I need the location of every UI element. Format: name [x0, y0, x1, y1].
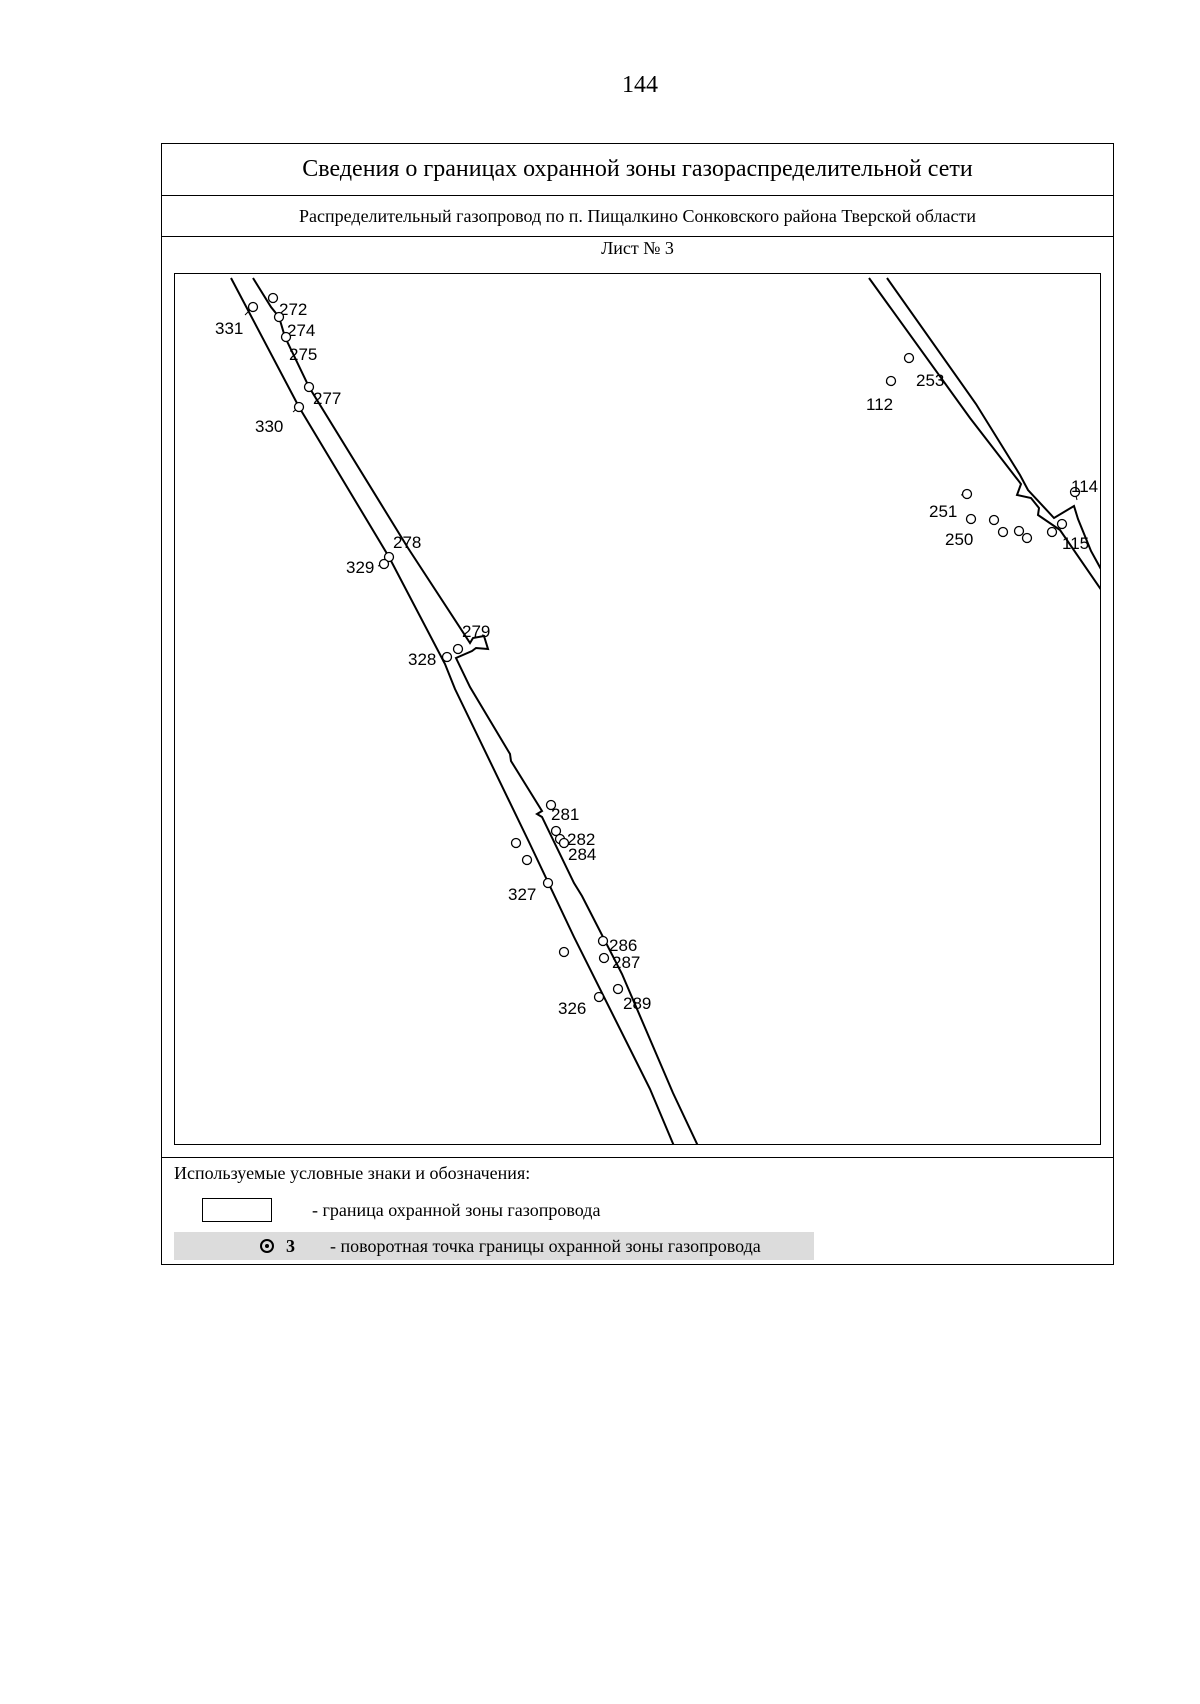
- legend-zone-boundary-label: - граница охранной зоны газопровода: [312, 1199, 601, 1220]
- turn-point-label: 274: [287, 321, 315, 340]
- boundary-sheet: Сведения о границах охранной зоны газора…: [161, 143, 1114, 1265]
- turn-point-marker: [441, 651, 453, 663]
- turn-point-label: 329: [346, 558, 374, 577]
- right-zone-west-boundary: [868, 277, 1100, 590]
- turn-point-label: 328: [408, 650, 436, 669]
- turn-point-marker: [961, 488, 973, 500]
- turn-point-marker: [510, 837, 522, 849]
- turn-point-marker: [383, 551, 395, 563]
- turn-point-label: 251: [929, 502, 957, 521]
- turn-point-label: 114: [1071, 477, 1098, 496]
- turn-point-marker: [1021, 532, 1033, 544]
- turn-point-marker: [545, 799, 557, 811]
- turn-point-marker: [1056, 518, 1068, 530]
- turn-point-marker: [1013, 525, 1025, 537]
- legend-heading: Используемые условные знаки и обозначени…: [174, 1163, 531, 1183]
- legend-boundary-symbol: [202, 1198, 272, 1222]
- legend-divider: [162, 1157, 1113, 1158]
- turn-point-label: 287: [612, 953, 640, 972]
- turn-point-label: 278: [393, 533, 421, 552]
- turn-point-marker: [542, 877, 554, 889]
- legend-turn-point: 3 - поворотная точка границы охранной зо…: [174, 1232, 814, 1260]
- turn-point-marker: [593, 991, 605, 1003]
- left-zone-west-boundary: [230, 277, 675, 1144]
- turn-point-marker: [558, 946, 570, 958]
- right-zone-east-boundary: [886, 277, 1100, 570]
- turn-point-marker: [303, 381, 315, 393]
- turn-point-marker: [550, 825, 562, 837]
- turn-point-marker: [273, 311, 285, 323]
- sheet-title: Сведения о границах охранной зоны газора…: [162, 144, 1113, 196]
- turn-point-marker: [997, 526, 1009, 538]
- turn-point-label: 326: [558, 999, 586, 1018]
- turn-point-label: 330: [255, 417, 283, 436]
- turn-point-marker: [965, 513, 977, 525]
- legend-zone-boundary: - граница охранной зоны газопровода: [202, 1196, 600, 1224]
- turn-point-label: 289: [623, 994, 651, 1013]
- turn-point-marker: [558, 837, 570, 849]
- turn-point-label: 327: [508, 885, 536, 904]
- turn-point-marker: [1069, 486, 1081, 498]
- turn-point-label: 284: [568, 845, 596, 864]
- turn-point-marker: [597, 935, 609, 947]
- turn-point-marker: [280, 331, 292, 343]
- legend-point-symbol: 3: [260, 1236, 330, 1257]
- turn-point-label: 286: [609, 936, 637, 955]
- sheet-number: Лист № 3: [601, 238, 674, 258]
- turn-point-label: 331: [215, 319, 243, 338]
- turn-point-label: 272: [279, 300, 307, 319]
- zone-boundaries: [230, 277, 1100, 1144]
- turn-point-label: 281: [551, 805, 579, 824]
- turn-point-label: 250: [945, 530, 973, 549]
- turn-point-label: 279: [462, 622, 490, 641]
- turn-point-label: 277: [313, 389, 341, 408]
- turn-point-label: 115: [1062, 534, 1089, 553]
- turn-point-marker: [267, 292, 279, 304]
- turn-point-marker: [1046, 526, 1058, 538]
- turn-point-marker: [378, 558, 390, 570]
- turn-point-label: 112: [866, 395, 893, 414]
- legend-turn-point-label: - поворотная точка границы охранной зоны…: [330, 1235, 761, 1256]
- turn-point-marker: [521, 854, 533, 866]
- turn-point-marker: [598, 952, 610, 964]
- sheet-subtitle: Распределительный газопровод по п. Пищал…: [162, 196, 1113, 237]
- turn-point-icon: [260, 1239, 274, 1253]
- turn-point-marker: [247, 301, 259, 313]
- turn-point-marker: [612, 983, 624, 995]
- turn-point-marker: [293, 401, 305, 413]
- page-number: 144: [622, 72, 658, 98]
- turn-point-marker: [903, 352, 915, 364]
- turn-point-label: 275: [289, 345, 317, 364]
- turn-point-marker: [885, 375, 897, 387]
- left-zone-east-boundary: [252, 277, 699, 1144]
- legend-point-number: 3: [286, 1235, 295, 1256]
- turn-point-marker: [988, 514, 1000, 526]
- turn-point-marker: [452, 643, 464, 655]
- turn-point-label: 253: [916, 371, 944, 390]
- turn-point-label: 282: [567, 830, 595, 849]
